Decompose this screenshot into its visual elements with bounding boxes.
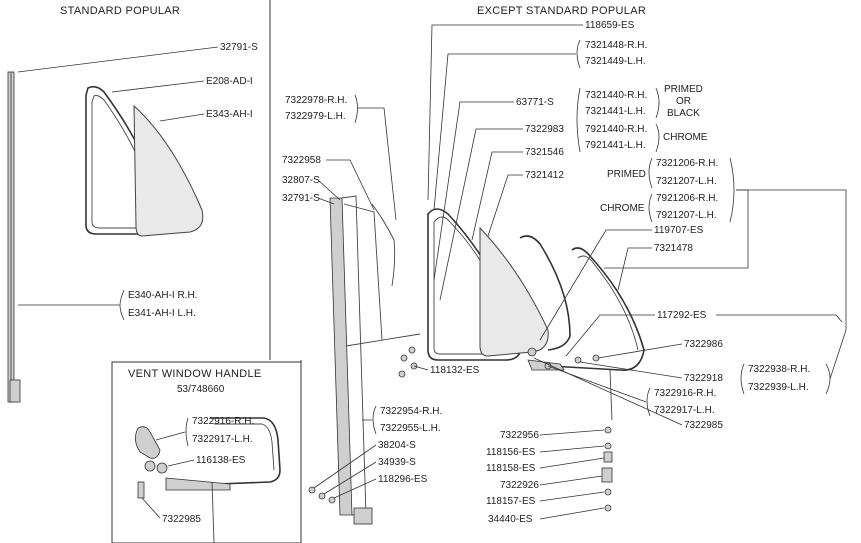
part-7321412: 7321412 [525, 170, 564, 181]
part-7921207-lh: 7921207-L.H. [656, 210, 717, 221]
part-38204-s: 38204-S [378, 440, 416, 451]
division-bar-channel [7, 71, 21, 403]
part-7322955-lh: 7322955-L.H. [380, 423, 441, 434]
part-7322938-rh: 7322938-R.H. [748, 364, 810, 375]
part-7322956: 7322956 [500, 430, 539, 441]
handle-part-7322916: 7322916-R.H. [192, 416, 254, 427]
part-7322917-lh: 7322917-L.H. [654, 405, 715, 416]
finish-primed-or-black-3: BLACK [667, 108, 700, 119]
part-32807-s: 32807-S [282, 175, 320, 186]
part-63771-s: 63771-S [516, 97, 554, 108]
vent-outer-moulding [519, 235, 645, 371]
division-bar-assembly [329, 195, 421, 525]
part-7322916-rh: 7322916-R.H. [654, 388, 716, 399]
part-34939-s: 34939-S [378, 457, 416, 468]
part-e208-ad-1: E208-AD-I [206, 76, 253, 87]
finish-chrome-b: CHROME [600, 203, 645, 214]
part-e343-ah-1: E343-AH-I [206, 109, 253, 120]
part-7921206-rh: 7921206-R.H. [656, 193, 718, 204]
part-7322978-rh: 7322978-R.H. [285, 95, 347, 106]
finish-primed-b: PRIMED [607, 169, 646, 180]
part-118659-es: 118659-ES [585, 20, 635, 31]
part-7322983: 7322983 [525, 124, 564, 135]
header-vent-window-handle: VENT WINDOW HANDLE [128, 368, 262, 380]
part-7322979-lh: 7322979-L.H. [285, 111, 346, 122]
part-7321440-rh: 7321440-R.H. [585, 90, 647, 101]
part-118157-es: 118157-ES [486, 496, 536, 507]
vent-window-glass [133, 104, 204, 237]
part-7321441-lh: 7321441-L.H. [585, 106, 646, 117]
part-e340-ah-1: E340-AH-I R.H. [128, 290, 197, 301]
part-7321546: 7321546 [525, 147, 564, 158]
part-7321449-lh: 7321449-L.H. [585, 56, 646, 67]
handle-box-frame [111, 361, 302, 543]
pivot-hardware [308, 346, 613, 512]
part-34440-es: 34440-ES [488, 514, 533, 525]
part-118132-es: 118132-ES [430, 365, 480, 376]
part-7322918: 7322918 [684, 373, 723, 384]
part-7321206-rh: 7321206-R.H. [656, 158, 718, 169]
part-117292-es: 117292-ES [657, 310, 707, 321]
part-7322926: 7322926 [500, 480, 539, 491]
part-32791s-left: 32791-S [220, 42, 258, 53]
part-7322954-rh: 7322954-R.H. [380, 406, 442, 417]
finish-chrome-a: CHROME [663, 132, 708, 143]
part-7921441-lh: 7921441-L.H. [585, 140, 646, 151]
part-7322985-right: 7322985 [684, 420, 723, 431]
part-7921440-rh: 7921440-R.H. [585, 124, 647, 135]
header-standard-popular: STANDARD POPULAR [60, 5, 180, 17]
part-7321448-rh: 7321448-R.H. [585, 40, 647, 51]
part-e341-ah-1: E341-AH-I L.H. [128, 308, 196, 319]
header-vent-window-handle-number: 53/748660 [177, 384, 225, 395]
part-7321478: 7321478 [654, 243, 693, 254]
vent-glass-right [479, 226, 549, 357]
part-118156-es: 118156-ES [486, 447, 536, 458]
part-7321207-lh: 7321207-L.H. [656, 176, 717, 187]
part-32791-s-right: 32791-S [282, 193, 320, 204]
header-except-standard-popular: EXCEPT STANDARD POPULAR [477, 5, 646, 17]
part-118158-es: 118158-ES [486, 463, 536, 474]
handle-part-7322985: 7322985 [162, 514, 201, 525]
part-118296-es: 118296-ES [378, 474, 428, 485]
finish-primed-or-black-2: OR [676, 96, 691, 107]
finish-primed-or-black: PRIMED [664, 84, 703, 95]
vent-weatherstrip [371, 203, 396, 287]
handle-part-7322917: 7322917-L.H. [192, 434, 253, 445]
vent-handle-illustration [135, 417, 281, 543]
handle-part-116138: 116138-ES [196, 455, 246, 466]
part-7322939-lh: 7322939-L.H. [748, 382, 809, 393]
part-7322986: 7322986 [684, 339, 723, 350]
part-7322958: 7322958 [282, 155, 321, 166]
part-119707-es: 119707-ES [654, 225, 704, 236]
